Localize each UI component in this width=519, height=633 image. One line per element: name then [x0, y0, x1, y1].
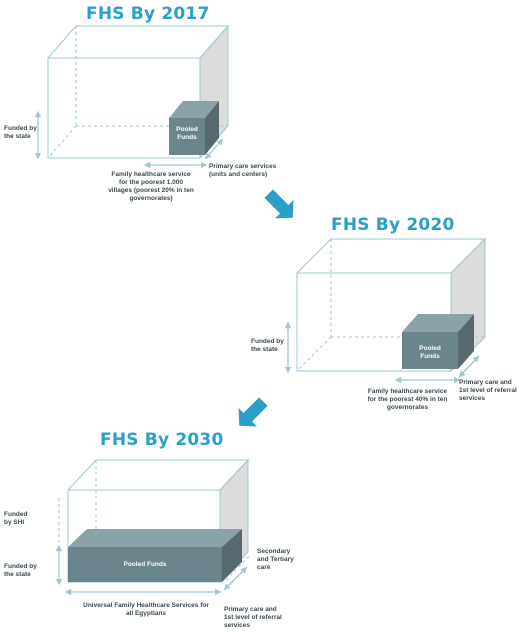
panel-2030-top-face: [67, 459, 250, 491]
panel-2017-top-face: [47, 25, 230, 59]
panel-2020-title: FHS By 2020: [331, 215, 455, 235]
panel-2030-funded-shi-label: Funded by SHI: [4, 511, 28, 526]
panel-2020-top-face: [296, 238, 487, 274]
down-left-arrow-icon: [238, 397, 268, 427]
panel-2020-funded-state-label: Funded by the state: [251, 338, 284, 353]
panel-2030-depth-arrow-lower: [223, 566, 248, 591]
panel-2030-pooled-box: [68, 529, 242, 582]
panel-2017: [34, 24, 230, 169]
down-right-arrow-icon: [264, 189, 294, 219]
panel-2030-services-label: Primary care and 1st level of referral s…: [224, 606, 282, 629]
panel-2020-pooled-funds-label: Pooled Funds: [419, 345, 441, 360]
panel-2017-title: FHS By 2017: [86, 4, 210, 24]
panel-2020: [284, 237, 487, 384]
panel-2017-services-label: Primary care services (units and centers…: [209, 163, 277, 178]
panel-2030-funded-state-label: Funded by the state: [4, 563, 37, 578]
panel-2030-depth-label: Secondary and Tertiary care: [257, 548, 294, 571]
panel-2017-depth-arrow: [204, 138, 224, 160]
panel-2020-depth-arrow: [458, 355, 480, 378]
panel-2017-coverage-label: Family healthcare service for the poores…: [108, 171, 194, 202]
panel-2030-title: FHS By 2030: [100, 430, 224, 450]
panel-2030-pooled-funds-label: Pooled Funds: [123, 561, 167, 568]
panel-2030-coverage-label: Universal Family Healthcare Services for…: [83, 602, 209, 617]
panel-2020-services-label: Primary care and 1st level of referral s…: [459, 379, 517, 402]
panel-2017-pooled-funds-label: Pooled Funds: [176, 126, 198, 141]
panel-2020-coverage-label: Family healthcare service for the poores…: [367, 388, 448, 411]
panel-2030: [55, 458, 251, 596]
panel-2017-funded-state-label: Funded by the state: [4, 125, 37, 140]
panel-2020-pooled-box: [402, 314, 474, 369]
